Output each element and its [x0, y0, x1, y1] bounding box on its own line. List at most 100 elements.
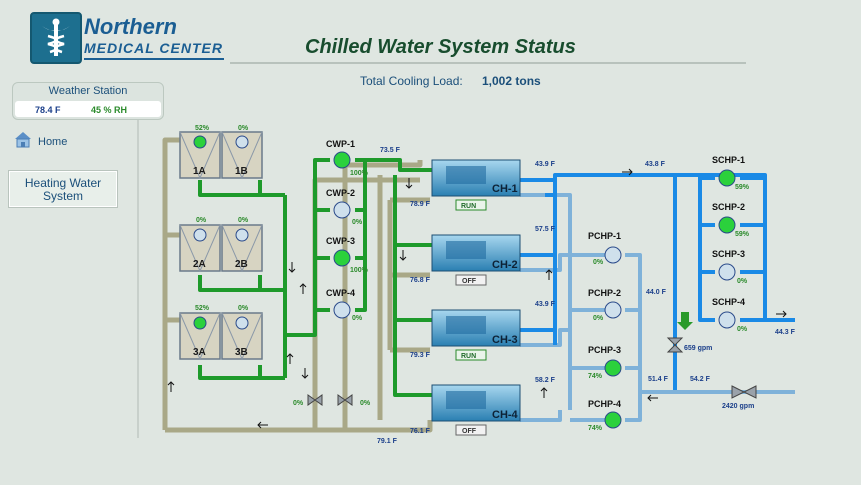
- arrow-down-icon: [405, 178, 413, 189]
- chilled-water-diagram: 1A 1B 2A 2B 3A 3B 52% 0% 0% 0% 52% 0% CW…: [162, 125, 796, 445]
- schp-2-speed: 59%: [735, 231, 750, 238]
- schp-4-label: SCHP-4: [712, 297, 745, 307]
- fan-3b-speed: 0%: [238, 305, 249, 312]
- ch-2-cond-temp: 76.8 F: [410, 277, 431, 284]
- chillers: CH-1 CH-2 CH-3 CH-4 RUN OFF RUN OFF 78.9…: [410, 159, 556, 436]
- cwp-1-speed: 100%: [350, 170, 369, 177]
- tower-bypass-valves: 0% 0%: [293, 394, 371, 407]
- fan-2b-speed: 0%: [238, 217, 249, 224]
- heating-water-button[interactable]: Heating Water System: [8, 170, 118, 208]
- cwp-2-pump-icon: [333, 201, 351, 219]
- ch-3-label: CH-3: [492, 334, 518, 346]
- logo-underline: [84, 58, 224, 60]
- schp-3-speed: 0%: [737, 278, 748, 285]
- schp-2-label: SCHP-2: [712, 202, 745, 212]
- cwp-4-pump-icon: [333, 301, 351, 319]
- arrow-right-icon: [776, 310, 787, 318]
- chiller-4: [431, 384, 521, 422]
- ch-4-cond-temp: 76.1 F: [410, 428, 431, 435]
- condenser-return-piping: [162, 137, 433, 433]
- arrow-up-icon: [540, 387, 548, 398]
- weather-readout: [15, 101, 161, 117]
- bypass-flow: 659 gpm: [684, 345, 712, 352]
- schp-4-speed: 0%: [737, 326, 748, 333]
- ch-2-chw-temp: 57.5 F: [535, 226, 556, 233]
- ch-1-cond-temp: 78.9 F: [410, 201, 431, 208]
- tower-row-1: [179, 131, 263, 180]
- flow-arrows: [167, 168, 787, 429]
- ch-2-status-badge: [455, 274, 487, 286]
- pchp-1-speed: 0%: [593, 259, 604, 266]
- ch-1-label: CH-1: [492, 183, 518, 195]
- caduceus-icon: [42, 18, 70, 56]
- cell-3b-label: 3B: [235, 347, 248, 358]
- ch-3-status-badge: [455, 349, 487, 361]
- chw-header-temp: 43.8 F: [645, 161, 666, 168]
- primary-chw-piping: [520, 193, 795, 422]
- fan-2a-indicator: [193, 228, 207, 242]
- schp-1-speed: 59%: [735, 184, 750, 191]
- pchp-2-pump-icon: [604, 301, 622, 319]
- ch-3-status: RUN: [461, 353, 476, 360]
- schp-1-label: SCHP-1: [712, 155, 745, 165]
- cwp-2-speed: 0%: [352, 219, 363, 226]
- ch-2-status: OFF: [462, 278, 477, 285]
- valve-1-position: 0%: [293, 400, 304, 407]
- valve-2-icon: [337, 394, 353, 406]
- arrow-down-icon: [288, 262, 296, 273]
- condenser-supply-piping: [198, 158, 432, 397]
- ch-4-status: OFF: [462, 428, 477, 435]
- sidebar-divider: [137, 120, 139, 438]
- ch-4-status-badge: [455, 424, 487, 436]
- weather-station-panel: Weather Station 78.4 F 45 % RH: [12, 82, 164, 120]
- pchp-1-label: PCHP-1: [588, 231, 621, 241]
- arrow-right-icon: [622, 168, 633, 176]
- schp-4-pump-icon: [718, 311, 736, 329]
- fan-3a-speed: 52%: [195, 305, 210, 312]
- ch-1-chw-temp: 43.9 F: [535, 161, 556, 168]
- fan-1b-indicator: [235, 135, 249, 149]
- ch-2-label: CH-2: [492, 259, 518, 271]
- schp-1-pump-icon: [718, 169, 736, 187]
- pchp-2-speed: 0%: [593, 315, 604, 322]
- cell-1a-label: 1A: [193, 166, 206, 177]
- cwp-2-label: CWP-2: [326, 188, 355, 198]
- page-title: Chilled Water System Status: [305, 36, 576, 58]
- schp-3-label: SCHP-3: [712, 249, 745, 259]
- cooling-load-label: Total Cooling Load:: [360, 74, 463, 88]
- home-icon[interactable]: [12, 130, 34, 148]
- weather-title: Weather Station: [48, 85, 128, 97]
- cell-2a-label: 2A: [193, 259, 206, 270]
- return-flow-meter-icon: [731, 385, 757, 399]
- cooling-load-value: 1,002 tons: [482, 74, 541, 88]
- arrow-down-icon: [301, 368, 309, 379]
- chiller-1: [431, 159, 521, 197]
- fan-1a-speed: 52%: [195, 125, 210, 132]
- home-link[interactable]: Home: [38, 136, 68, 148]
- return-flow: 2420 gpm: [722, 403, 754, 410]
- cell-1b-label: 1B: [235, 166, 248, 177]
- pchp-1-pump-icon: [604, 246, 622, 264]
- ch-1-status-badge: [455, 199, 487, 211]
- cwp-3-pump-icon: [333, 249, 351, 267]
- arrow-up-icon: [299, 283, 307, 294]
- outdoor-temp: 78.4 F: [35, 105, 61, 115]
- chiller-3: [431, 309, 521, 347]
- fan-3b-indicator: [235, 316, 249, 330]
- fan-2b-indicator: [235, 228, 249, 242]
- arrow-up-icon: [545, 269, 553, 280]
- pchp-4-label: PCHP-4: [588, 399, 621, 409]
- secondary-supply-temp: 44.3 F: [775, 329, 796, 336]
- cwp-1-pump-icon: [333, 151, 351, 169]
- logo-name: Northern: [84, 14, 177, 39]
- logo-emblem: [30, 12, 82, 64]
- return-temp-b: 54.2 F: [690, 376, 711, 383]
- outdoor-humidity: 45 % RH: [91, 105, 128, 115]
- ch-4-chw-temp: 58.2 F: [535, 377, 556, 384]
- fan-2a-speed: 0%: [196, 217, 207, 224]
- cooling-towers: 1A 1B 2A 2B 3A 3B 52% 0% 0% 0% 52% 0%: [179, 125, 263, 361]
- pchp-3-label: PCHP-3: [588, 345, 621, 355]
- fan-1a-indicator: [193, 135, 207, 149]
- chiller-2: [431, 234, 521, 272]
- schp-3-pump-icon: [718, 263, 736, 281]
